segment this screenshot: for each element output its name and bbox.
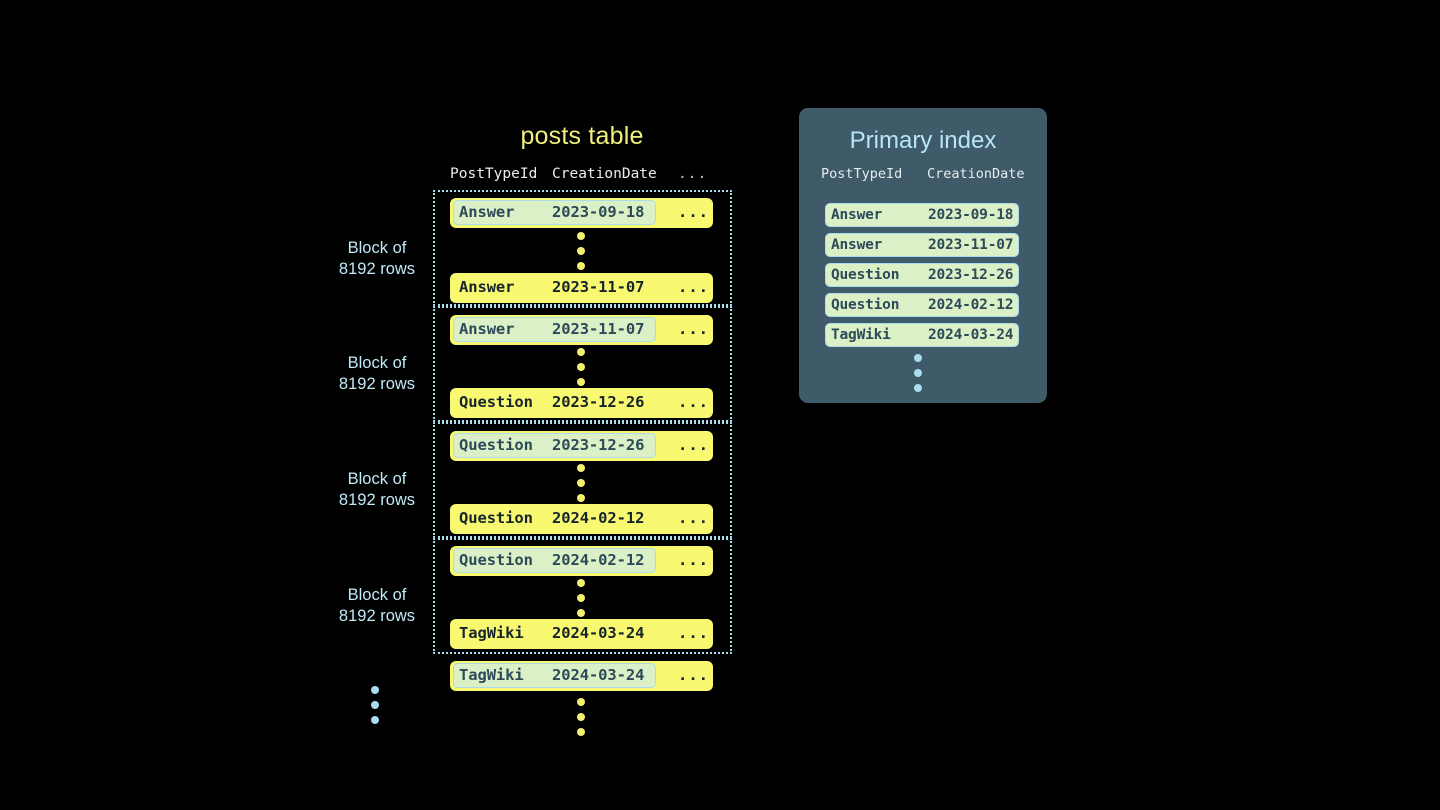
block-1-label: Block of 8192 rows xyxy=(312,238,442,280)
cell-posttypeid: Answer xyxy=(459,320,515,338)
table-row[interactable]: Answer 2023-11-07 ... xyxy=(450,273,713,303)
column-header-posttypeid: PostTypeId xyxy=(450,166,538,182)
index-cell-creationdate: 2023-09-18 xyxy=(928,207,1014,223)
table-row[interactable]: Question 2023-12-26 ... xyxy=(450,388,713,418)
posts-table-column-headers: PostTypeId CreationDate ... xyxy=(450,166,720,186)
index-cell-creationdate: 2024-02-12 xyxy=(928,297,1014,313)
table-row[interactable]: TagWiki 2024-03-24 ... xyxy=(450,619,713,649)
cell-posttypeid: TagWiki xyxy=(459,624,524,642)
block-3-label-line1: Block of xyxy=(347,470,407,488)
cell-ellipsis: ... xyxy=(678,509,709,527)
row-ellipsis-dots xyxy=(577,464,587,509)
list-item[interactable]: Answer 2023-09-18 xyxy=(825,203,1019,227)
table-row[interactable]: Question 2024-02-12 ... xyxy=(450,504,713,534)
block-3-label: Block of 8192 rows xyxy=(312,469,442,511)
cell-ellipsis: ... xyxy=(678,203,709,221)
list-item[interactable]: Question 2024-02-12 xyxy=(825,293,1019,317)
block-1-label-line2: 8192 rows xyxy=(338,260,416,278)
block-3 xyxy=(433,422,732,538)
list-item[interactable]: Question 2023-12-26 xyxy=(825,263,1019,287)
cell-creationdate: 2023-09-18 xyxy=(552,203,645,221)
block-4-label: Block of 8192 rows xyxy=(312,585,442,627)
column-header-creationdate: CreationDate xyxy=(552,166,657,182)
table-row[interactable]: Question 2024-02-12 ... xyxy=(450,546,713,576)
cell-creationdate: 2024-03-24 xyxy=(552,666,645,684)
block-ellipsis-dots xyxy=(371,686,381,731)
index-cell-posttypeid: TagWiki xyxy=(831,327,891,343)
cell-posttypeid: Question xyxy=(459,436,533,454)
block-4 xyxy=(433,538,732,654)
cell-posttypeid: Question xyxy=(459,393,533,411)
index-column-header-posttypeid: PostTypeId xyxy=(821,166,903,182)
table-row[interactable]: TagWiki 2024-03-24 ... xyxy=(450,661,713,691)
block-1 xyxy=(433,190,732,306)
cell-creationdate: 2024-02-12 xyxy=(552,509,645,527)
block-4-label-line1: Block of xyxy=(347,586,407,604)
index-cell-creationdate: 2023-12-26 xyxy=(928,267,1014,283)
cell-creationdate: 2023-11-07 xyxy=(552,278,645,296)
block-3-label-line2: 8192 rows xyxy=(338,491,416,509)
cell-posttypeid: Answer xyxy=(459,278,515,296)
highlight-keybox xyxy=(453,663,656,688)
cell-posttypeid: Question xyxy=(459,509,533,527)
cell-creationdate: 2023-11-07 xyxy=(552,320,645,338)
block-2 xyxy=(433,306,732,422)
block-2-label-line1: Block of xyxy=(347,354,407,372)
primary-index-title: Primary index xyxy=(849,127,997,154)
cell-ellipsis: ... xyxy=(678,436,709,454)
table-row[interactable]: Question 2023-12-26 ... xyxy=(450,431,713,461)
cell-ellipsis: ... xyxy=(678,551,709,569)
table-row[interactable]: Answer 2023-11-07 ... xyxy=(450,315,713,345)
cell-posttypeid: Question xyxy=(459,551,533,569)
cell-ellipsis: ... xyxy=(678,624,709,642)
cell-posttypeid: TagWiki xyxy=(459,666,524,684)
index-cell-posttypeid: Question xyxy=(831,297,900,313)
cell-creationdate: 2023-12-26 xyxy=(552,393,645,411)
table-ellipsis-dots xyxy=(577,698,587,743)
block-4-label-line2: 8192 rows xyxy=(338,607,416,625)
highlight-keybox xyxy=(453,548,656,573)
index-cell-posttypeid: Answer xyxy=(831,237,883,253)
cell-creationdate: 2024-03-24 xyxy=(552,624,645,642)
index-cell-creationdate: 2024-03-24 xyxy=(928,327,1014,343)
cell-posttypeid: Answer xyxy=(459,203,515,221)
cell-creationdate: 2023-12-26 xyxy=(552,436,645,454)
cell-ellipsis: ... xyxy=(678,320,709,338)
cell-ellipsis: ... xyxy=(678,278,709,296)
highlight-keybox xyxy=(453,200,656,225)
index-column-header-creationdate: CreationDate xyxy=(927,166,1025,182)
index-cell-posttypeid: Answer xyxy=(831,207,883,223)
primary-index-panel: Primary index PostTypeId CreationDate An… xyxy=(799,108,1047,403)
primary-index-column-headers: PostTypeId CreationDate xyxy=(821,166,1031,186)
block-1-label-line1: Block of xyxy=(347,239,407,257)
row-ellipsis-dots xyxy=(577,348,587,393)
list-item[interactable]: TagWiki 2024-03-24 xyxy=(825,323,1019,347)
cell-creationdate: 2024-02-12 xyxy=(552,551,645,569)
block-2-label-line2: 8192 rows xyxy=(338,375,416,393)
row-ellipsis-dots xyxy=(577,579,587,624)
page-title: posts table xyxy=(520,122,644,150)
list-item[interactable]: Answer 2023-11-07 xyxy=(825,233,1019,257)
cell-ellipsis: ... xyxy=(678,393,709,411)
index-ellipsis-dots xyxy=(914,354,924,399)
index-cell-creationdate: 2023-11-07 xyxy=(928,237,1014,253)
index-cell-posttypeid: Question xyxy=(831,267,900,283)
column-header-ellipsis: ... xyxy=(678,166,708,182)
block-2-label: Block of 8192 rows xyxy=(312,353,442,395)
table-row[interactable]: Answer 2023-09-18 ... xyxy=(450,198,713,228)
row-ellipsis-dots xyxy=(577,232,587,277)
highlight-keybox xyxy=(453,317,656,342)
highlight-keybox xyxy=(453,433,656,458)
cell-ellipsis: ... xyxy=(678,666,709,684)
